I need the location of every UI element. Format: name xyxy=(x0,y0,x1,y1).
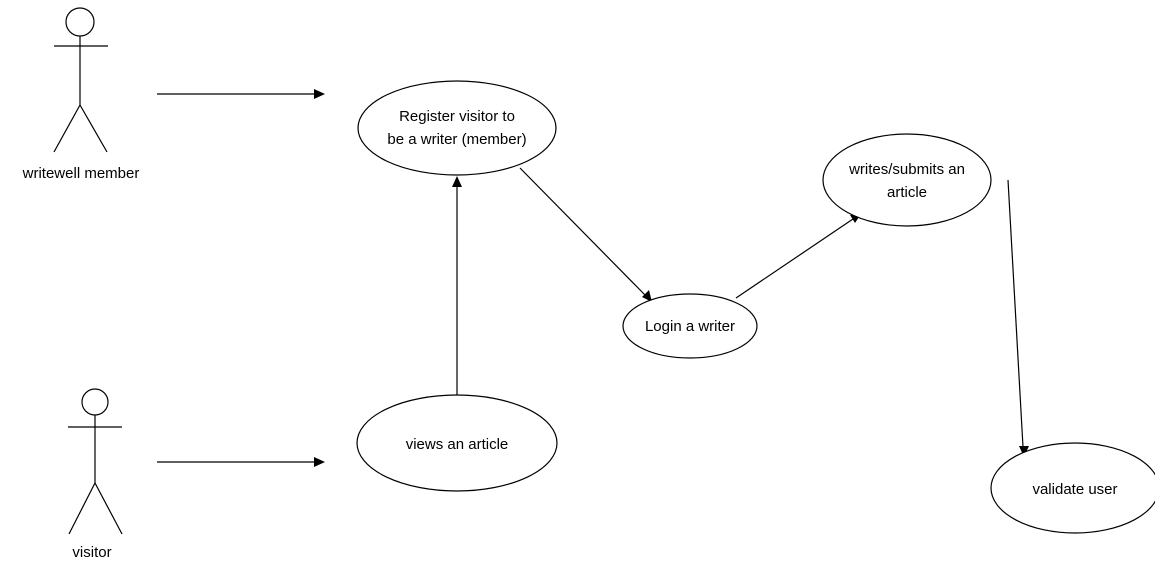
use-case-label: Register visitor to xyxy=(399,108,515,125)
actor-writewell-member[interactable]: writewell member xyxy=(22,7,140,182)
actor-label-writewell-member: writewell member xyxy=(22,165,140,182)
use-case-writes-article[interactable]: writes/submits an article xyxy=(822,133,992,227)
arrowhead-icon xyxy=(642,290,652,302)
use-case-views-article[interactable]: views an article xyxy=(356,394,558,492)
use-case-label: be a writer (member) xyxy=(387,131,526,148)
arrowhead-icon xyxy=(452,176,462,187)
actor-left-leg xyxy=(53,104,81,153)
actor-left-leg xyxy=(68,482,96,535)
actor-head-icon xyxy=(65,7,95,37)
use-case-label: article xyxy=(887,184,927,201)
use-case-register-writer[interactable]: Register visitor to be a writer (member) xyxy=(357,80,557,176)
arrowhead-icon xyxy=(1019,446,1029,457)
flow-writes-to-validate xyxy=(1007,179,1024,448)
actor-right-leg xyxy=(94,482,123,535)
actor-head-icon xyxy=(81,388,109,416)
arrowhead-icon xyxy=(314,457,325,467)
use-case-label: views an article xyxy=(406,436,509,453)
actor-visitor[interactable]: visitor xyxy=(68,388,123,561)
actor-label-visitor: visitor xyxy=(72,544,111,561)
use-case-label: validate user xyxy=(1032,481,1117,498)
actor-right-leg xyxy=(79,104,108,153)
use-case-label: writes/submits an xyxy=(848,161,965,178)
use-case-login-writer[interactable]: Login a writer xyxy=(622,293,758,359)
use-case-validate-user[interactable]: validate user xyxy=(990,442,1155,534)
arrowhead-icon xyxy=(314,89,325,99)
use-case-label: Login a writer xyxy=(645,318,735,335)
flow-register-to-login xyxy=(519,167,647,297)
flow-login-to-writes xyxy=(735,218,854,299)
